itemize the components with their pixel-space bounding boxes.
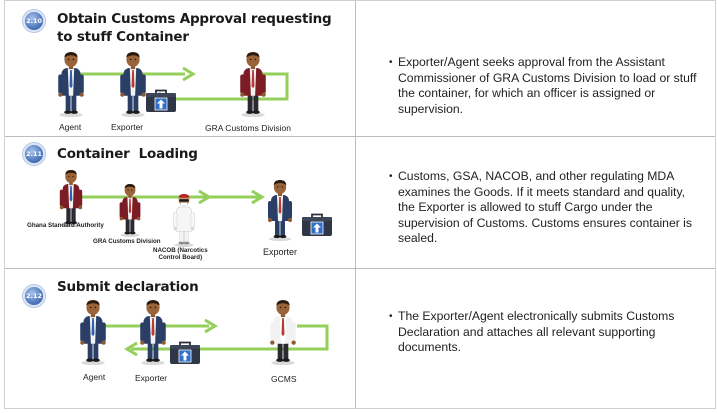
briefcase-icon bbox=[145, 89, 177, 113]
step-row-2-12: 2.12 Submit declaration Agent Exporte bbox=[5, 269, 715, 408]
person-gcms-officer-icon bbox=[270, 300, 296, 365]
flow-diagram bbox=[59, 170, 333, 247]
person-agent-icon bbox=[80, 300, 106, 365]
step-number: 2.10 bbox=[25, 17, 43, 25]
step-illustration: Agent Exporter GRA Customs Division bbox=[5, 1, 355, 136]
arrow-right-icon bbox=[81, 189, 265, 205]
column-divider bbox=[355, 269, 356, 408]
briefcase-icon bbox=[301, 213, 333, 237]
person-inspector-icon bbox=[173, 193, 195, 247]
step-title: Container Loading bbox=[57, 145, 198, 163]
person-exporter-icon bbox=[268, 180, 292, 241]
person-exporter-icon bbox=[140, 300, 166, 365]
step-number-badge: 2.12 bbox=[23, 285, 45, 307]
actor-label-exporter: Exporter bbox=[263, 247, 298, 257]
step-number: 2.11 bbox=[25, 150, 43, 158]
step-illustration: Agent Exporter GCMS bbox=[5, 269, 355, 408]
person-exporter-icon bbox=[120, 52, 146, 117]
step-row-2-10: 2.10 Obtain Customs Approval requesting … bbox=[5, 1, 715, 137]
actor-label-agent: Agent bbox=[59, 122, 82, 132]
bullet-icon: • bbox=[389, 311, 393, 322]
actor-label-agent: Agent bbox=[83, 372, 106, 382]
step-row-2-11: 2.11 Container Loading Ghana Standard Au… bbox=[5, 137, 715, 269]
flow-diagram bbox=[80, 300, 329, 365]
step-title: Submit declaration bbox=[57, 278, 199, 296]
arrow-left-icon bbox=[124, 324, 329, 357]
step-description-text: Customs, GSA, NACOB, and other regulatin… bbox=[398, 169, 692, 246]
actor-label-nacob-line-2: Control Board) bbox=[158, 254, 203, 261]
actor-label-exporter: Exporter bbox=[135, 373, 168, 383]
column-divider bbox=[355, 1, 356, 136]
step-description-text: Exporter/Agent seeks approval from the A… bbox=[398, 55, 697, 116]
briefcase-icon bbox=[169, 341, 201, 365]
step-number-badge: 2.11 bbox=[23, 143, 45, 165]
bullet-icon: • bbox=[389, 171, 393, 182]
step-title-line-2: to stuff Container bbox=[57, 29, 189, 45]
step-illustration: Ghana Standard Authority GRA Customs Div… bbox=[5, 137, 355, 268]
actor-label-gra-customs: GRA Customs Division bbox=[93, 238, 161, 245]
person-customs-official-icon bbox=[119, 184, 141, 237]
step-number-badge: 2.10 bbox=[23, 10, 45, 32]
person-gsa-official-icon bbox=[59, 170, 83, 227]
step-title-line-1: Submit declaration bbox=[57, 279, 199, 295]
step-description: • Exporter/Agent seeks approval from the… bbox=[389, 55, 703, 117]
actor-label-exporter: Exporter bbox=[111, 122, 144, 132]
step-title: Obtain Customs Approval requesting to st… bbox=[57, 10, 332, 46]
flow-diagram bbox=[58, 52, 289, 117]
step-title-line-1: Container Loading bbox=[57, 146, 198, 162]
step-description: • The Exporter/Agent electronically subm… bbox=[389, 309, 703, 356]
step-description-text: The Exporter/Agent electronically submit… bbox=[398, 309, 675, 355]
step-description: • Customs, GSA, NACOB, and other regulat… bbox=[389, 169, 703, 247]
person-official-icon bbox=[240, 52, 266, 117]
bullet-icon: • bbox=[389, 57, 393, 68]
step-number: 2.12 bbox=[25, 292, 43, 300]
step-title-line-1: Obtain Customs Approval requesting bbox=[57, 11, 332, 27]
actor-label-nacob: NACOB (Narcotics Control Board) bbox=[153, 247, 208, 261]
actor-label-nacob-line-1: NACOB (Narcotics bbox=[153, 247, 208, 254]
column-divider bbox=[355, 137, 356, 268]
actor-label-gcms: GCMS bbox=[271, 374, 297, 384]
actor-label-gra-customs: GRA Customs Division bbox=[205, 123, 291, 133]
process-table: 2.10 Obtain Customs Approval requesting … bbox=[4, 0, 716, 409]
person-agent-icon bbox=[58, 52, 84, 117]
actor-label-gsa: Ghana Standard Authority bbox=[27, 222, 104, 229]
